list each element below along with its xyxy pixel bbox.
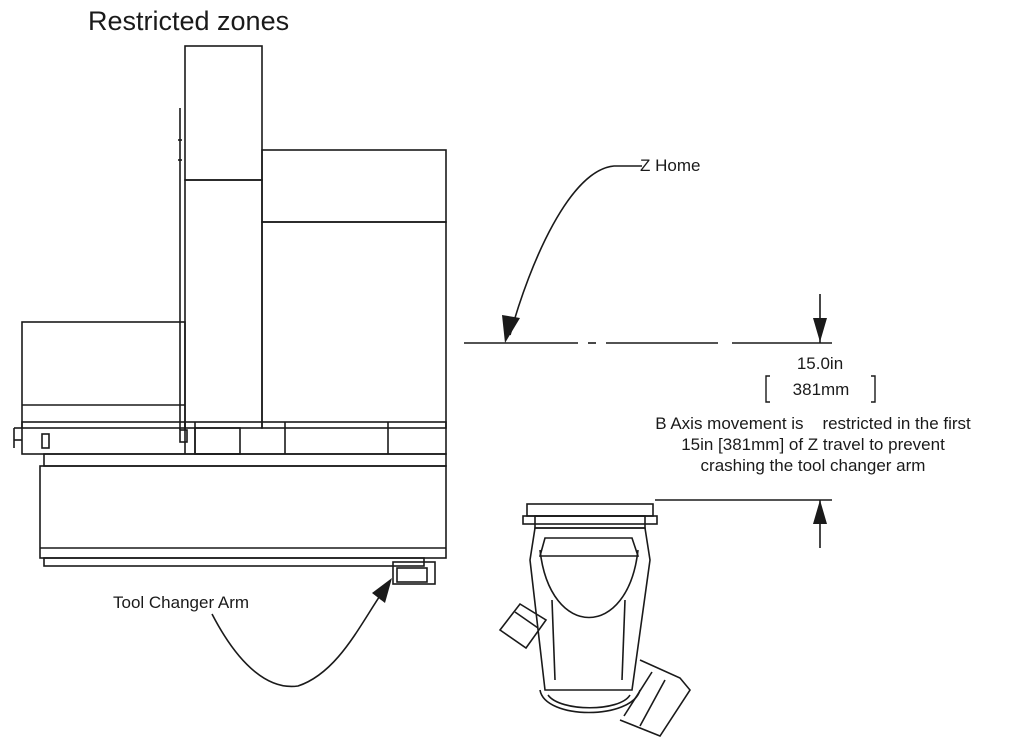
mm-bracket-right (871, 375, 876, 403)
mm-bracket-left (765, 375, 770, 403)
page-title: Restricted zones (88, 6, 290, 36)
dim-bottom-arrowhead (813, 500, 827, 524)
z-home-leader (509, 165, 642, 336)
tool-changer-leader (211, 583, 389, 688)
tool-changer-arm-label: Tool Changer Arm (113, 593, 250, 612)
tool-changer-arrowhead (372, 578, 392, 603)
note-line: 15in [381mm] of Z travel to prevent (681, 435, 945, 454)
note-line: B Axis movement is restricted in the fir… (655, 414, 971, 433)
dim-top-arrowhead (813, 318, 827, 342)
note-line: crashing the tool changer arm (700, 456, 926, 475)
dimension-millimeters: 381mm (792, 380, 850, 399)
dimension-inches: 15.0in (796, 354, 844, 373)
z-home-label: Z Home (640, 156, 701, 175)
z-home-arrowhead (502, 315, 520, 343)
machine-column (13, 45, 447, 585)
spindle-head (498, 503, 691, 737)
restriction-note: B Axis movement is restricted in the fir… (600, 413, 1026, 476)
